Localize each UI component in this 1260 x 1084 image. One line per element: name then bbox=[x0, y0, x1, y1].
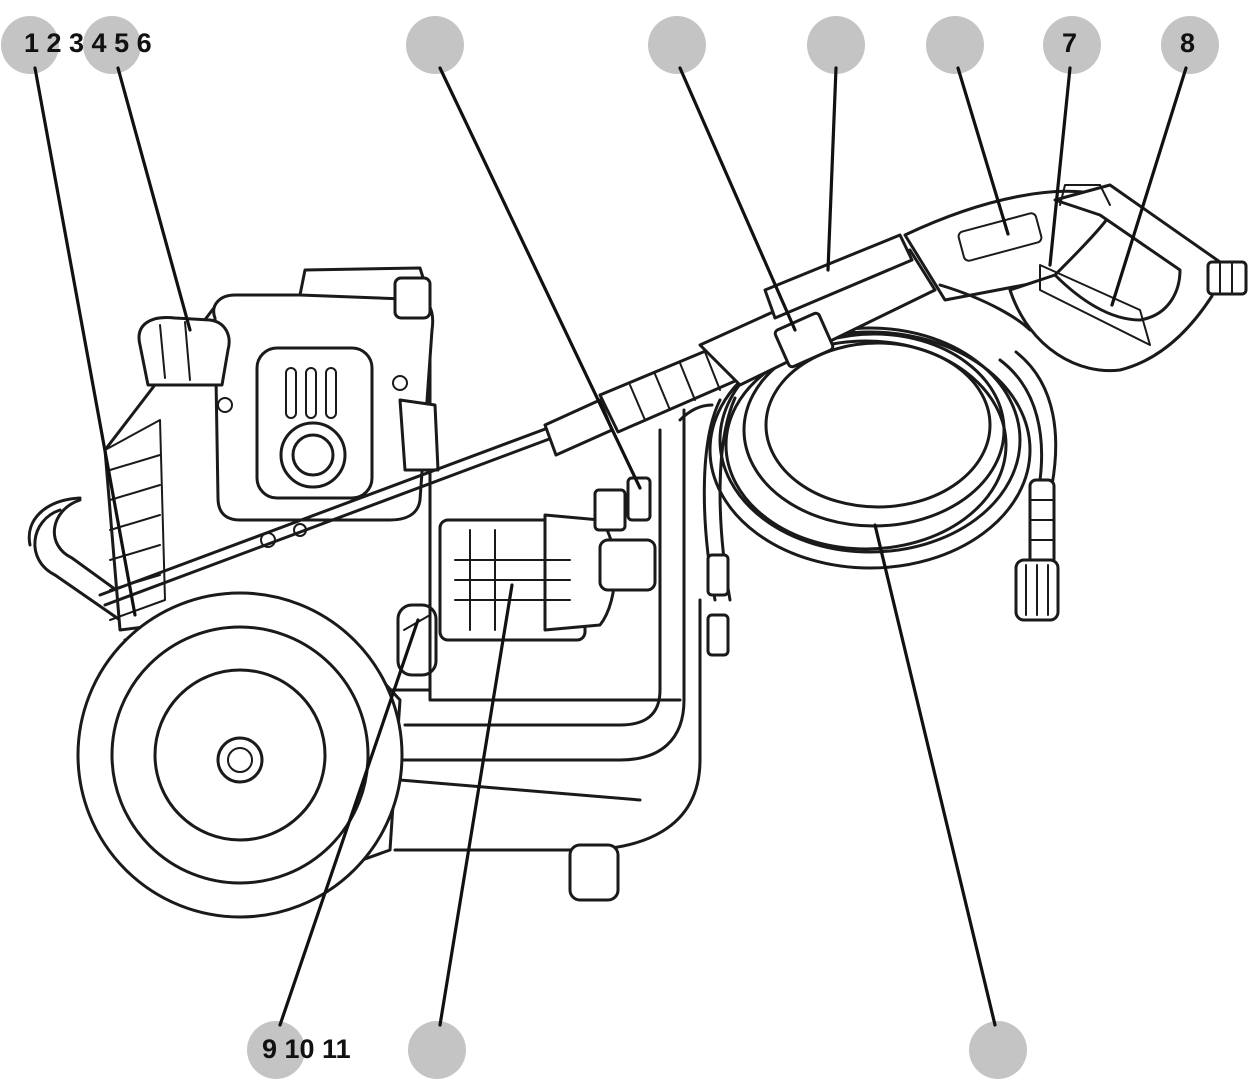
callout-label-top-left-group: 1 2 3 4 5 6 bbox=[24, 28, 152, 58]
callout-bubble-11 bbox=[969, 1021, 1027, 1079]
callout-label-7: 7 bbox=[1062, 28, 1078, 58]
callout-bubble-4 bbox=[648, 16, 706, 74]
wheel bbox=[76, 591, 404, 919]
callout-bubble-5 bbox=[807, 16, 865, 74]
callout-bubble-2 bbox=[83, 16, 141, 74]
callout-bubble-1 bbox=[1, 16, 59, 74]
leader-lines bbox=[33, 66, 1188, 1027]
wheel-tire bbox=[76, 591, 404, 919]
trigger-handle bbox=[1008, 183, 1222, 373]
spray-gun bbox=[98, 183, 1248, 607]
callout-bubble-3 bbox=[406, 16, 464, 74]
callout-bubble-6 bbox=[926, 16, 984, 74]
callout-label-bottom-left-group: 9 10 11 bbox=[262, 1034, 351, 1064]
oil-fill-cap bbox=[396, 603, 438, 677]
callout-bubble-7 bbox=[1043, 16, 1101, 74]
pump bbox=[438, 476, 657, 642]
hose-coupler-sleeve bbox=[1028, 478, 1056, 567]
callout-bubble-8 bbox=[1161, 16, 1219, 74]
callout-bubbles bbox=[1, 16, 1219, 1079]
callout-label-8: 8 bbox=[1180, 28, 1196, 58]
fuel-cap bbox=[137, 315, 231, 387]
frame-foot bbox=[568, 843, 620, 902]
callout-bubble-9 bbox=[247, 1021, 305, 1079]
callout-bubble-10 bbox=[408, 1021, 466, 1079]
engine bbox=[103, 266, 682, 702]
frame bbox=[27, 403, 730, 902]
trigger bbox=[1039, 264, 1151, 346]
